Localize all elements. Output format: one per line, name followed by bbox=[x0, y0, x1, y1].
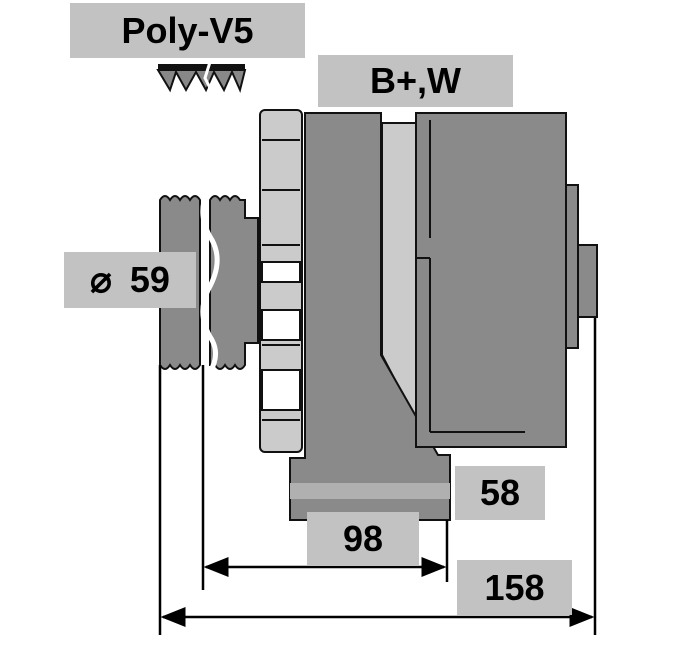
front-housing bbox=[289, 112, 451, 521]
mount-distance-label: 98 bbox=[307, 512, 419, 566]
overall-length-label: 158 bbox=[457, 560, 572, 615]
pulley-diameter-label: ⌀ 59 bbox=[64, 252, 196, 308]
fan bbox=[259, 109, 303, 453]
pulley-diameter-value: 59 bbox=[129, 259, 170, 300]
foot-width-label: 58 bbox=[455, 466, 545, 520]
belt-type-label: Poly-V5 bbox=[70, 3, 305, 58]
dimension-lines bbox=[158, 318, 597, 635]
terminals-label: B+,W bbox=[318, 55, 513, 107]
rear-housing bbox=[415, 112, 598, 448]
diameter-icon: ⌀ bbox=[90, 259, 112, 300]
poly-v-belt-icon bbox=[156, 61, 247, 94]
